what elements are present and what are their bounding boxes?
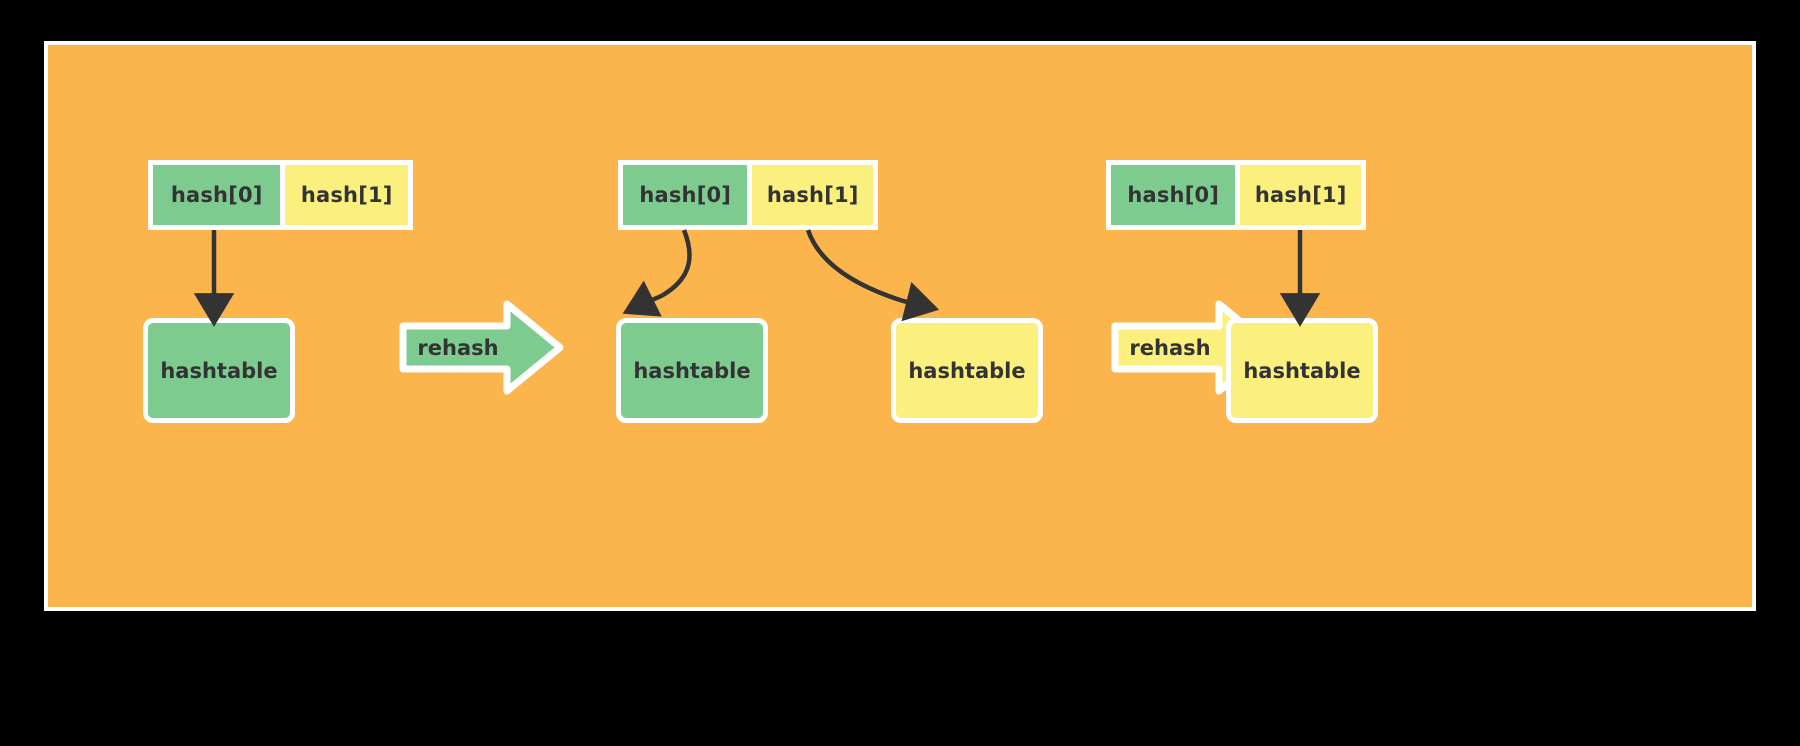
stage-1-hash-header: hash[0] hash[1] bbox=[148, 160, 413, 230]
stage-2-hashtable-green[interactable]: hashtable bbox=[616, 318, 768, 423]
stage-2-hashtable-yellow[interactable]: hashtable bbox=[891, 318, 1043, 423]
stage-2-hash-header: hash[0] hash[1] bbox=[618, 160, 878, 230]
stage-3-hash-header: hash[0] hash[1] bbox=[1106, 160, 1366, 230]
rehash-arrow-1-icon bbox=[399, 300, 564, 395]
stage-1-hashtable-green[interactable]: hashtable bbox=[143, 318, 295, 423]
stage-3-hash0-cell[interactable]: hash[0] bbox=[1111, 165, 1236, 225]
stage-3-hash1-cell[interactable]: hash[1] bbox=[1240, 165, 1361, 225]
stage-2-hash1-cell[interactable]: hash[1] bbox=[752, 165, 873, 225]
diagram-panel: hash[0] hash[1] hashtable rehash hash[0]… bbox=[44, 41, 1756, 611]
stage-1-hash0-cell[interactable]: hash[0] bbox=[153, 165, 281, 225]
rehash-transition-1[interactable]: rehash bbox=[399, 300, 564, 395]
connector-stage2-hash1 bbox=[805, 229, 940, 322]
stage-2-hash0-cell[interactable]: hash[0] bbox=[623, 165, 748, 225]
stage-3-hashtable-yellow[interactable]: hashtable bbox=[1226, 318, 1378, 423]
connector-stage2-hash0 bbox=[622, 229, 692, 317]
stage-1-hash1-cell[interactable]: hash[1] bbox=[285, 165, 408, 225]
